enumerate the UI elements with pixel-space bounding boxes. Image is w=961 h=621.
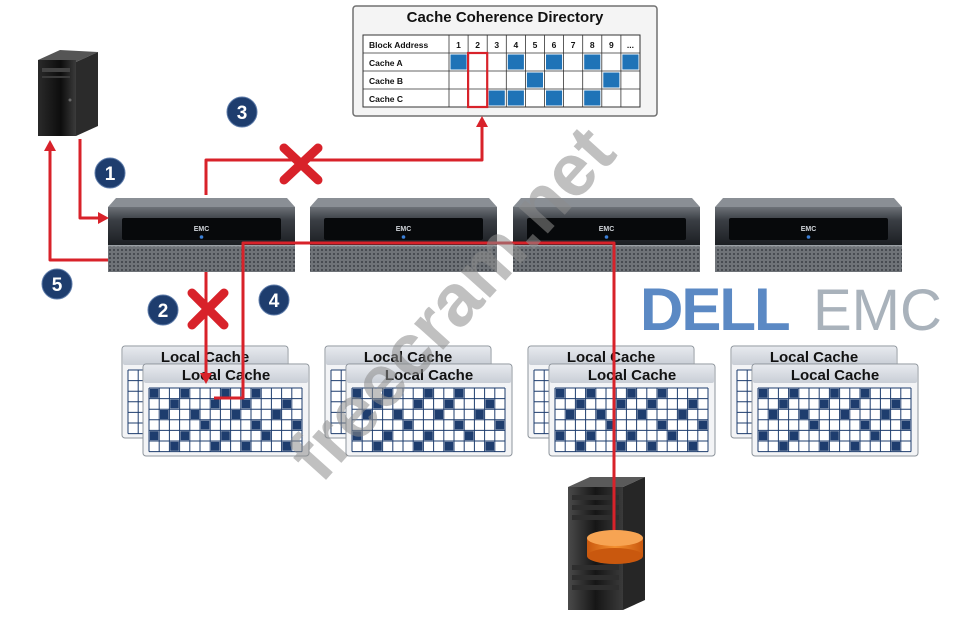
directory-column-header: 9 [609, 40, 614, 50]
storage-controller: EMC [108, 198, 295, 272]
dell-logo-text: DELL [640, 276, 789, 343]
local-cache-label: Local Cache [791, 367, 879, 384]
step-badges: 1 2 3 4 5 [41, 96, 290, 326]
step-number: 4 [269, 291, 280, 312]
local-cache-label: Local Cache [182, 367, 270, 384]
disk-icon [587, 530, 643, 564]
directory-row-label: Cache C [369, 94, 403, 104]
step-badge-2: 2 [147, 294, 179, 326]
directory-header-label: Block Address [369, 40, 428, 50]
directory-column-header: 2 [475, 40, 480, 50]
path-controller-to-directory [204, 126, 484, 195]
path-host-to-controller [78, 139, 100, 220]
arrowhead-host [44, 140, 56, 151]
local-cache-label: Local Cache [364, 349, 452, 366]
directory-column-header: 5 [533, 40, 538, 50]
storage-controller: EMC [513, 198, 700, 272]
controller-brand-label: EMC [396, 226, 412, 233]
step-badge-3: 3 [226, 96, 258, 128]
local-cache-label: Local Cache [588, 367, 676, 384]
storage-controllers: EMC EMC EMC EMC [108, 198, 902, 272]
directory-column-header: 1 [456, 40, 461, 50]
directory-cell-filled [603, 72, 620, 88]
directory-row-label: Cache B [369, 76, 403, 86]
dell-emc-logo: DELL EMC [640, 276, 942, 343]
path-controller-to-host [48, 150, 108, 262]
local-cache: Local Cache [345, 363, 513, 457]
local-cache: Local Cache [548, 363, 716, 457]
directory-title: Cache Coherence Directory [407, 9, 604, 26]
storage-controller: EMC [715, 198, 902, 272]
directory-cell-filled [526, 72, 543, 88]
directory-cell-filled [584, 90, 601, 106]
path-cache-to-storage [214, 241, 616, 530]
arrowhead-controller [98, 212, 109, 224]
directory-column-header: 7 [571, 40, 576, 50]
host-server-icon [38, 50, 98, 136]
local-cache: Local Cache [142, 363, 310, 457]
step-badge-4: 4 [258, 284, 290, 316]
directory-column-header: ... [627, 40, 634, 50]
arrowhead-directory [476, 116, 488, 127]
local-cache-label: Local Cache [385, 367, 473, 384]
step-number: 3 [237, 103, 248, 124]
directory-column-header: 6 [552, 40, 557, 50]
directory-column-header: 3 [494, 40, 499, 50]
local-cache: Local Cache [751, 363, 919, 457]
directory-cell-filled [488, 90, 505, 106]
directory-highlight-column [467, 51, 489, 109]
emc-logo-text: EMC [813, 278, 942, 343]
arrowhead-local-cache [200, 373, 212, 384]
directory-row-label: Cache A [369, 58, 403, 68]
blocked-mark-cache [187, 288, 229, 330]
controller-brand-label: EMC [599, 226, 615, 233]
blocked-mark-directory [279, 143, 323, 185]
step-number: 1 [105, 164, 116, 185]
directory-cell-filled [622, 54, 639, 70]
directory-cell-filled [507, 54, 524, 70]
flow-paths [44, 116, 616, 530]
directory-cell-filled [584, 54, 601, 70]
controller-brand-label: EMC [801, 226, 817, 233]
directory-cell-filled [546, 54, 563, 70]
directory-cell-filled [546, 90, 563, 106]
directory-column-header: 8 [590, 40, 595, 50]
directory-cell-filled [450, 54, 467, 70]
step-number: 2 [158, 301, 169, 322]
step-number: 5 [52, 275, 63, 296]
directory-column-header: 4 [513, 40, 518, 50]
local-cache-label: Local Cache [770, 349, 858, 366]
step-badge-5: 5 [41, 268, 73, 300]
controller-brand-label: EMC [194, 226, 210, 233]
directory-table: Block Address 1 2 3 4 5 6 7 8 9... Cache A Cache B C… [362, 34, 641, 109]
cache-coherence-directory: Cache Coherence Directory Block Address 1… [352, 5, 658, 117]
step-badge-1: 1 [94, 157, 126, 189]
storage-controller: EMC [310, 198, 497, 272]
directory-cell-filled [507, 90, 524, 106]
local-cache-label: Local Cache [567, 349, 655, 366]
